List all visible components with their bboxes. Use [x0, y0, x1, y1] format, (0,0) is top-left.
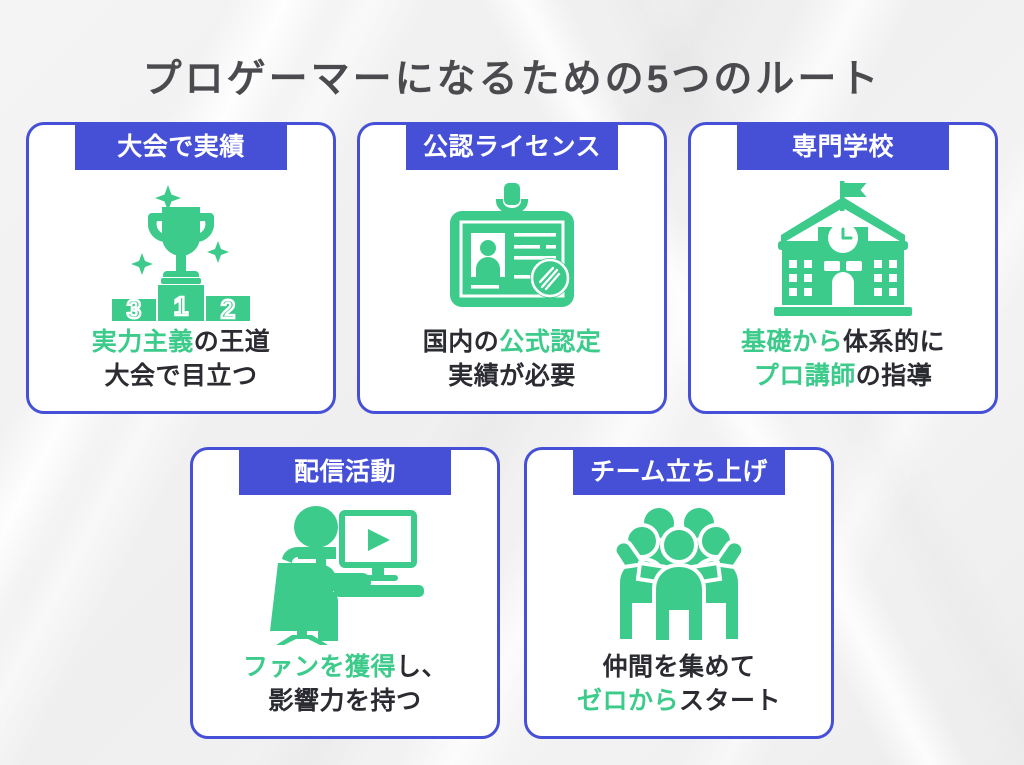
svg-text:2: 2	[221, 294, 235, 321]
card-header-ribbon: 専門学校	[737, 125, 949, 170]
page-title: プロゲーマーになるための5つのルート	[142, 58, 882, 102]
plain-text: 国内の	[422, 328, 500, 356]
svg-text:3: 3	[127, 294, 141, 321]
card-tournament-results[interactable]: 大会で実績	[26, 122, 336, 414]
plain-text: の王道	[193, 328, 271, 356]
card-description: 国内の公式認定 実績が必要	[360, 326, 664, 393]
card-header-label: 大会で実績	[117, 132, 245, 161]
card-header-label: 公認ライセンス	[422, 132, 601, 161]
highlight-text: ゼロから	[576, 686, 679, 715]
highlight-text: 実力主義	[91, 328, 194, 356]
card-description-line: ファンを獲得し、	[193, 651, 497, 685]
plain-text: 実績が必要	[448, 361, 576, 390]
card-official-license[interactable]: 公認ライセンス	[357, 122, 667, 414]
card-header-ribbon: 大会で実績	[75, 125, 287, 170]
svg-text:1: 1	[174, 291, 188, 321]
card-description: 仲間を集めて ゼロからスタート	[527, 651, 831, 718]
card-team-founding[interactable]: チーム立ち上げ	[524, 447, 834, 739]
highlight-text: ファンを獲得	[242, 653, 396, 681]
card-header-ribbon: チーム立ち上げ	[573, 450, 785, 495]
school-building-icon	[691, 177, 995, 323]
card-header-label: 専門学校	[791, 132, 894, 161]
plain-text: 大会で目立つ	[104, 361, 258, 390]
id-badge-icon	[360, 177, 664, 323]
card-vocational-school[interactable]: 専門学校	[688, 122, 998, 414]
card-description-line: 基礎から体系的に	[691, 326, 995, 360]
plain-text: し、	[396, 653, 448, 681]
highlight-text: プロ講師	[753, 361, 856, 390]
plain-text: 影響力を持つ	[268, 686, 422, 715]
card-row-top: 大会で実績	[26, 122, 998, 414]
card-description-line: 影響力を持つ	[193, 685, 497, 719]
highlight-text: 基礎から	[740, 328, 843, 356]
trophy-podium-icon: 1 3 2	[29, 177, 333, 323]
streamer-desk-icon	[193, 502, 497, 648]
card-description-line: 国内の公式認定	[360, 326, 664, 360]
card-description-line: ゼロからスタート	[527, 685, 831, 719]
card-row-bottom: 配信活動	[190, 447, 834, 739]
card-description: ファンを獲得し、 影響力を持つ	[193, 651, 497, 718]
plain-text: スタート	[679, 686, 782, 715]
card-description-line: 大会で目立つ	[29, 360, 333, 394]
plain-text: の指導	[855, 361, 933, 390]
plain-text: 体系的に	[843, 328, 946, 356]
highlight-text: 公式認定	[499, 328, 602, 356]
card-header-ribbon: 配信活動	[239, 450, 451, 495]
card-description-line: プロ講師の指導	[691, 360, 995, 394]
plain-text: 仲間を集めて	[602, 653, 756, 681]
card-description: 基礎から体系的に プロ講師の指導	[691, 326, 995, 393]
card-streaming-activity[interactable]: 配信活動	[190, 447, 500, 739]
card-description-line: 実績が必要	[360, 360, 664, 394]
card-description: 実力主義の王道 大会で目立つ	[29, 326, 333, 393]
card-header-label: 配信活動	[293, 457, 396, 486]
card-description-line: 実力主義の王道	[29, 326, 333, 360]
team-people-icon	[527, 502, 831, 648]
card-header-label: チーム立ち上げ	[590, 457, 768, 486]
card-header-ribbon: 公認ライセンス	[406, 125, 618, 170]
card-description-line: 仲間を集めて	[527, 651, 831, 685]
